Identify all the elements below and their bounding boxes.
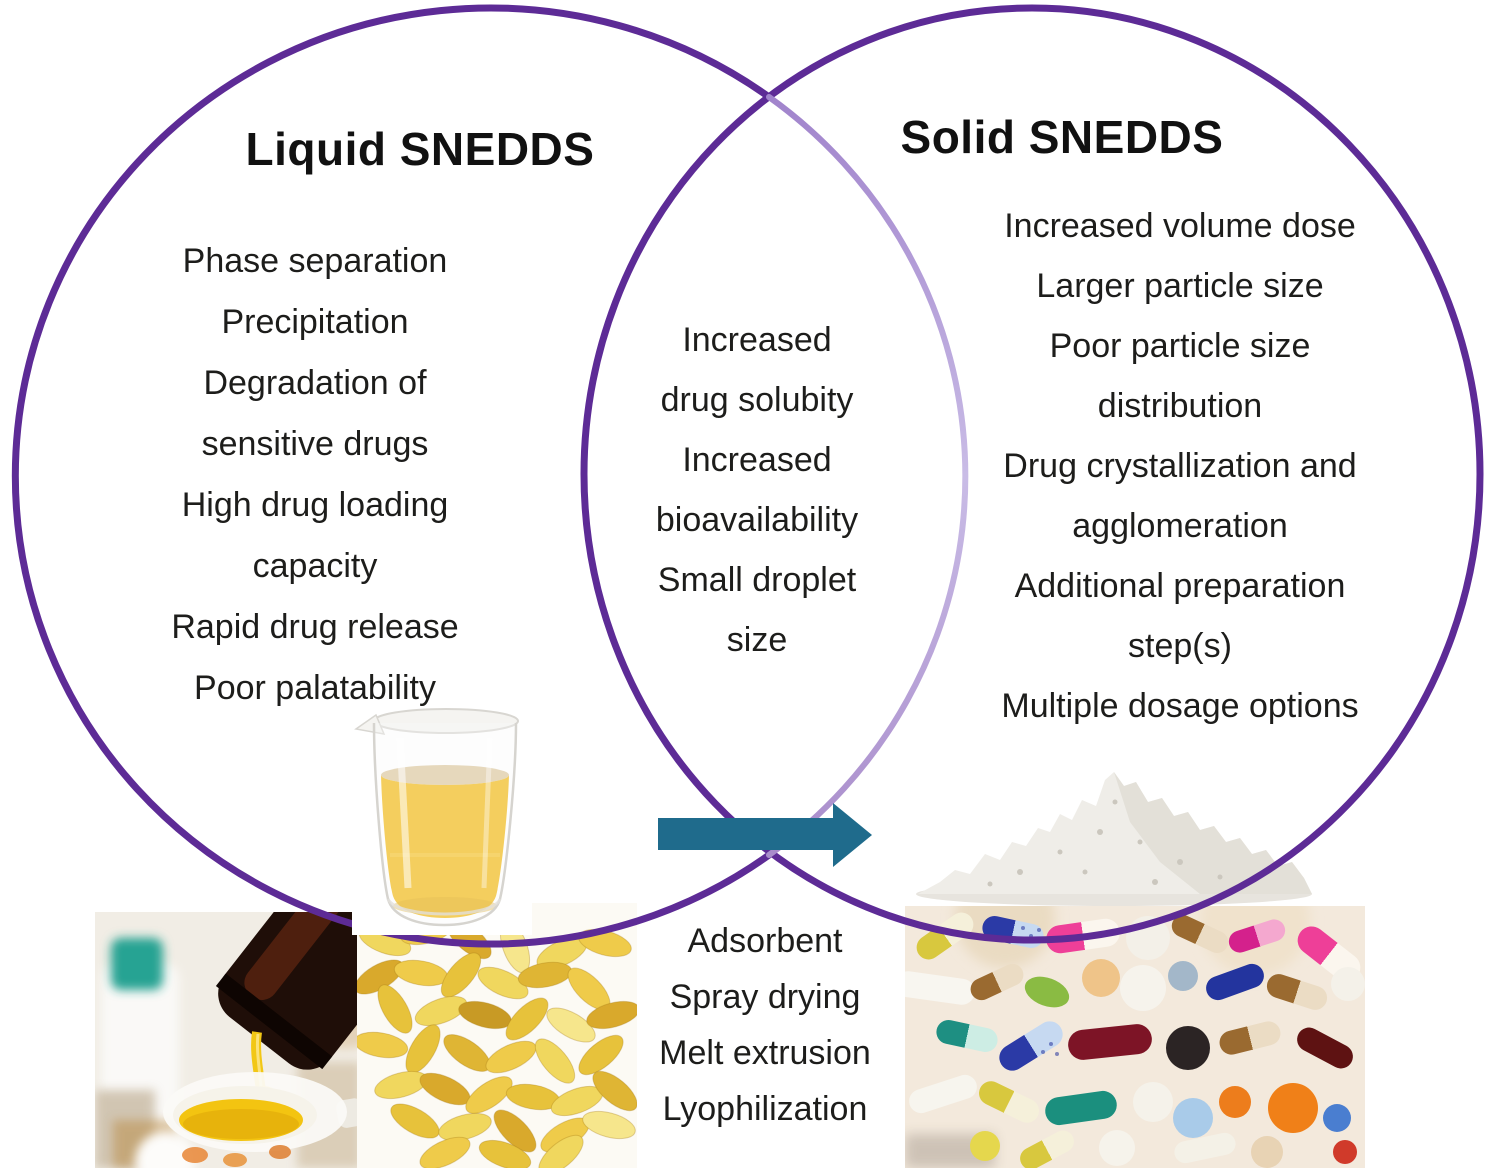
list-item: Lyophilization (662, 1090, 868, 1128)
liquid-snedds-title: Liquid SNEDDS (245, 123, 595, 175)
dark-syrup-bottle (215, 912, 361, 1070)
assorted-pills-photo (905, 906, 1365, 1168)
list-item: Drug crystallization and (1003, 447, 1357, 485)
list-item: Precipitation (221, 303, 409, 341)
syrup-pouring-photo (95, 912, 361, 1168)
list-item: agglomeration (1072, 507, 1288, 545)
beaker-of-oil-illustration (352, 703, 532, 935)
list-item: Phase separation (182, 242, 448, 280)
liquid-snedds-circle-light-arc (766, 94, 969, 858)
list-item: Larger particle size (1036, 267, 1324, 305)
solid-snedds-circle (580, 4, 1484, 944)
list-item: Spray drying (669, 978, 861, 1016)
list-item: Small droplet (657, 561, 857, 599)
glass-beaker (354, 708, 519, 927)
liquid-snedds-list: Phase separation Precipitation Degradati… (90, 231, 540, 719)
powder-speckles (987, 799, 1253, 887)
solid-snedds-title: Solid SNEDDS (900, 111, 1224, 163)
liquid-snedds-circle-dark-arc (11, 4, 773, 948)
powder-shading (1114, 772, 1312, 894)
overlap-benefits-list: Increased drug solubity Increased bioava… (607, 310, 907, 670)
spoon (163, 1072, 361, 1152)
list-item: sensitive drugs (201, 425, 429, 463)
list-item: bioavailability (655, 501, 859, 539)
list-item: Multiple dosage options (1001, 687, 1359, 725)
list-item: distribution (1097, 387, 1263, 425)
pill-shapes (905, 912, 1365, 1168)
list-item: Degradation of (203, 364, 427, 402)
solid-snedds-list: Increased volume dose Larger particle si… (955, 196, 1405, 736)
orange-pills (182, 1145, 291, 1167)
liquid-to-solid-arrow (658, 803, 872, 867)
right-arrow-icon (658, 803, 872, 867)
list-item: Increased (682, 441, 832, 479)
list-item: size (726, 621, 788, 659)
solidification-methods-list: Adsorbent Spray drying Melt extrusion Ly… (615, 913, 915, 1137)
list-item: Poor palatability (194, 669, 436, 707)
list-item: Increased volume dose (1004, 207, 1356, 245)
list-item: Melt extrusion (659, 1034, 871, 1072)
list-item: Adsorbent (687, 922, 843, 960)
list-item: Rapid drug release (171, 608, 459, 646)
list-item: capacity (252, 547, 378, 585)
list-item: step(s) (1128, 627, 1232, 665)
list-item: Increased (682, 321, 832, 359)
list-item: Additional preparation (1014, 567, 1346, 605)
list-item: drug solubity (660, 381, 854, 419)
list-item: High drug loading (181, 486, 449, 524)
list-item: Poor particle size (1049, 327, 1311, 365)
